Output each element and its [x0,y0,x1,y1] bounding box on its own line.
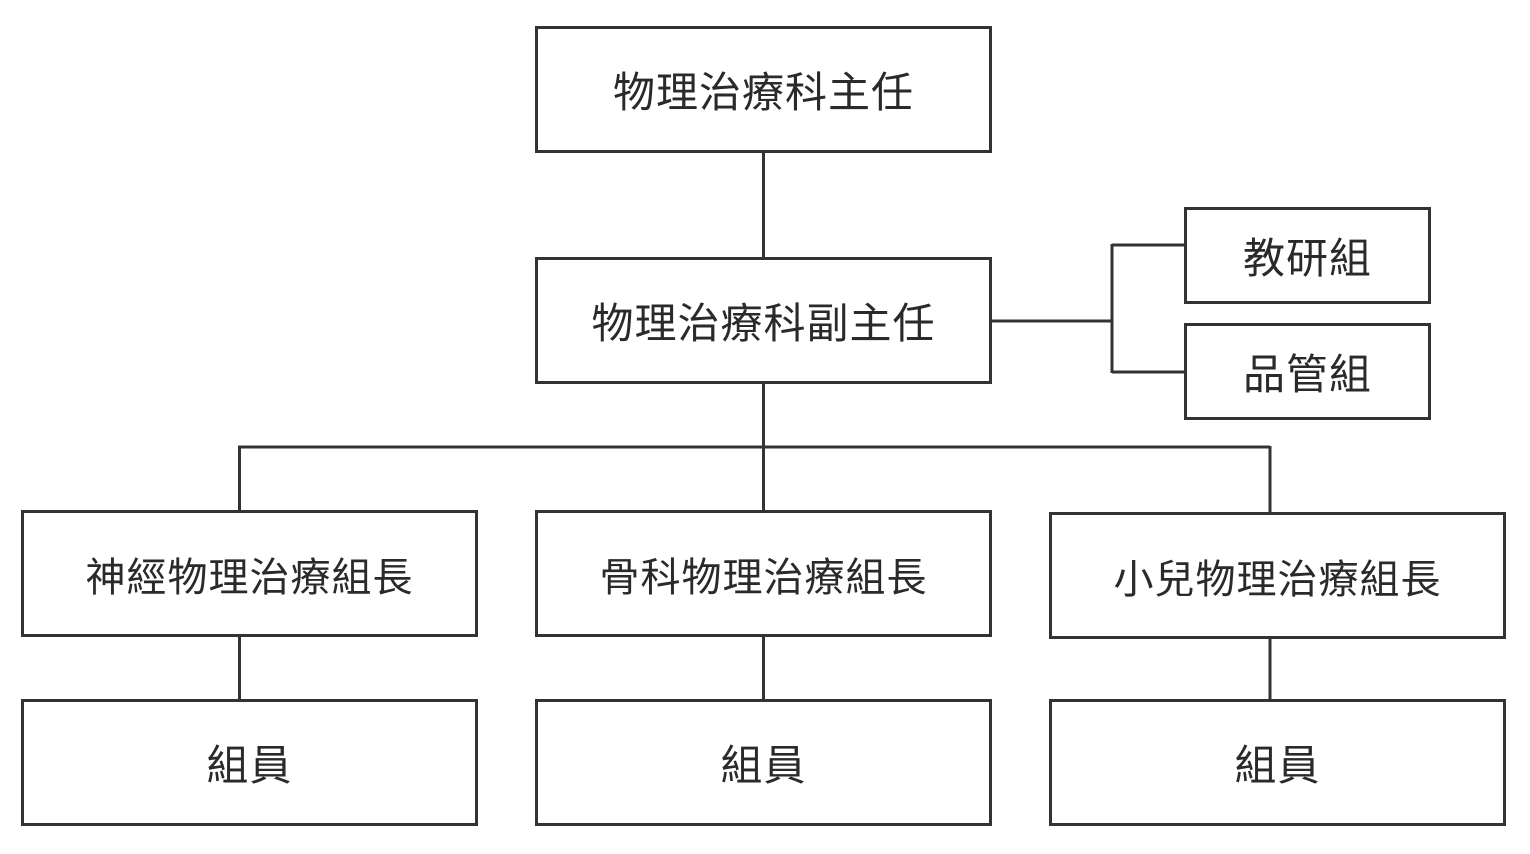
director-label: 物理治療科主任 [612,68,914,117]
ortho-leader-box: 骨科物理治療組長 [535,510,992,637]
pediatric-member-label: 組員 [1234,741,1321,790]
deputy-director-box: 物理治療科副主任 [535,257,992,384]
quality-control-label: 品管組 [1242,350,1372,399]
pediatric-leader-label: 小兒物理治療組長 [1113,556,1442,603]
teaching-research-box: 教研組 [1184,207,1431,304]
deputy-director-label: 物理治療科副主任 [591,299,936,348]
pediatric-leader-box: 小兒物理治療組長 [1049,512,1506,639]
teaching-research-label: 教研組 [1242,234,1372,283]
quality-control-box: 品管組 [1184,323,1431,420]
neuro-member-box: 組員 [21,699,478,826]
ortho-member-box: 組員 [535,699,992,826]
neuro-member-label: 組員 [206,741,293,790]
neuro-leader-box: 神經物理治療組長 [21,510,478,637]
ortho-member-label: 組員 [720,741,807,790]
pediatric-member-box: 組員 [1049,699,1506,826]
director-box: 物理治療科主任 [535,26,992,153]
neuro-leader-label: 神經物理治療組長 [85,554,414,601]
ortho-leader-label: 骨科物理治療組長 [599,554,928,601]
